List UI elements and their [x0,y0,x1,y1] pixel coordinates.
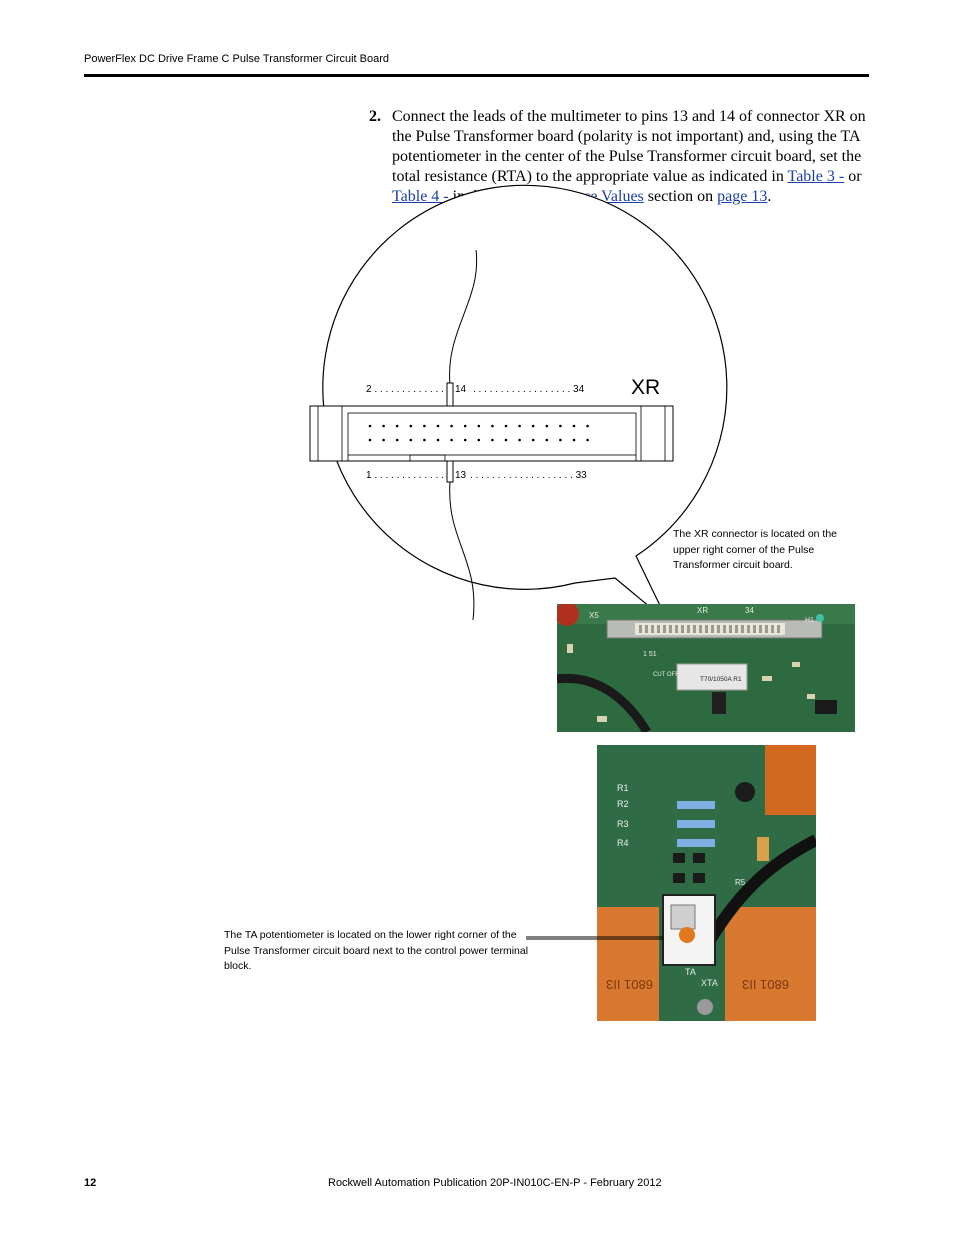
step-number: 2. [369,108,381,125]
svg-text:R4: R4 [617,838,629,848]
step-text-part: section on [643,188,718,205]
connector-pin [395,424,399,428]
connector-pin [477,438,481,442]
connector-pin [518,424,521,428]
connector-pin [491,424,494,428]
connector-pin [504,438,508,442]
svg-text:1 51: 1 51 [643,651,657,658]
connector-pins [368,424,589,442]
connector-pin [491,438,494,442]
xr-caption: The XR connector is located on the upper… [673,528,838,571]
step-text-part: or [844,168,862,185]
connector-pin [545,424,549,428]
connector-pin [559,424,562,428]
running-header: PowerFlex DC Drive Frame C Pulse Transfo… [84,53,390,65]
svg-text:TA: TA [685,967,696,977]
connector-pin [586,424,589,428]
connector-pin [423,424,426,428]
connector-pin [423,438,426,442]
svg-text:T70/1050A R1: T70/1050A R1 [700,676,742,683]
connector-callout-diagram: 2 . . . . . . . . . . . . . 14 . . . . .… [309,184,728,623]
connector-pin [436,438,440,442]
bottom-row-label-right: . . . . . . . . . . . . . . . . . . . 33 [470,470,587,481]
connector-pin [382,424,385,428]
bottom-row-pin-13: 13 [455,470,467,481]
svg-text:R2: R2 [617,799,629,809]
connector-pin [559,438,562,442]
connector-pin [409,438,413,442]
ta-caption: The TA potentiometer is located on the l… [224,929,529,972]
svg-text:6801 II3: 6801 II3 [742,977,789,992]
svg-text:34: 34 [745,606,754,615]
connector-pin [368,438,372,442]
connector-pin [531,424,535,428]
link-table-4[interactable]: Table 4 - [392,188,449,205]
connector-pin [586,438,589,442]
connector-pin [382,438,385,442]
step-text-part: . [767,188,772,205]
connector-pin [531,438,535,442]
ta-photo-drawing: 6801 II3 6801 II3 R1 R2 R3 R4 R5 TA XTA [597,745,816,1021]
page-number: 12 [84,1177,97,1189]
svg-text:XTA: XTA [701,978,718,988]
connector-pin [436,424,440,428]
svg-text:H1: H1 [805,617,814,624]
ta-potentiometer-photo: 6801 II3 6801 II3 R1 R2 R3 R4 R5 TA XTA [597,745,816,1021]
publication-footer: Rockwell Automation Publication 20P-IN01… [328,1177,662,1189]
top-row-label-left: 2 . . . . . . . . . . . . . [366,384,444,395]
link-page-13[interactable]: page 13 [717,188,768,205]
svg-text:X5: X5 [589,611,599,620]
step-text-part: Connect the leads of the multimeter to p… [392,108,866,185]
callout-outline [322,184,728,623]
link-table-3[interactable]: Table 3 - [787,168,845,185]
svg-text:R1: R1 [617,783,629,793]
xr-connector-photo: X5 XR 34 H1 1 51 CUT OFF ONLY FOR T70/10… [557,604,855,732]
svg-text:XR: XR [697,606,708,615]
svg-text:6801 II3: 6801 II3 [606,977,653,992]
connector-pin [504,424,508,428]
connector-pin [395,438,399,442]
header-rule [84,74,869,77]
xr-photo-drawing: X5 XR 34 H1 1 51 CUT OFF ONLY FOR T70/10… [557,604,855,732]
connector-pin [450,424,453,428]
connector-pin [545,438,549,442]
connector-pin [450,438,453,442]
svg-text:R5: R5 [735,878,746,887]
connector-pin [572,424,576,428]
connector-body [309,405,674,462]
top-row-label-right: . . . . . . . . . . . . . . . . . . 34 [473,384,585,395]
top-row-pin-14: 14 [455,384,467,395]
lead-wire-top [449,249,478,386]
connector-pin [368,424,372,428]
connector-pin [463,438,467,442]
connector-pin [477,424,481,428]
connector-pin [518,438,521,442]
connector-name-xr: XR [631,376,660,399]
connector-pin [572,438,576,442]
svg-text:CUT OFF ONLY FOR: CUT OFF ONLY FOR [653,672,711,678]
bottom-row-label-left: 1 . . . . . . . . . . . . . [366,470,444,481]
connector-pin [409,424,413,428]
svg-text:R3: R3 [617,819,629,829]
lead-wire-bottom [449,481,475,621]
connector-pin [463,424,467,428]
